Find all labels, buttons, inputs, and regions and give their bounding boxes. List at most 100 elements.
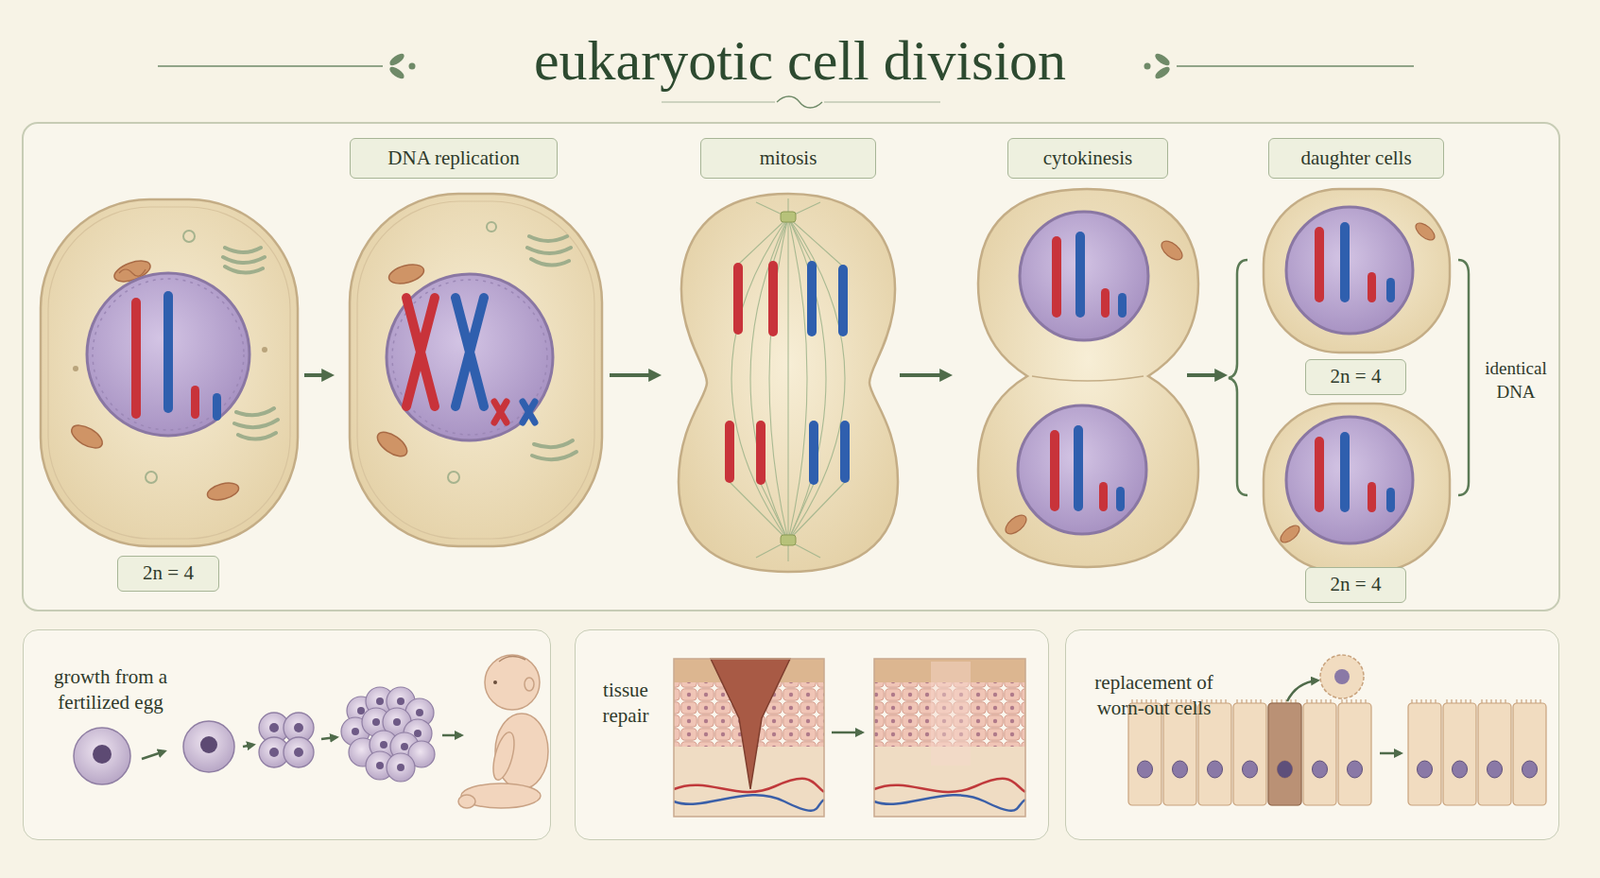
epithelium-row-part xyxy=(1287,680,1318,702)
stage-label: daughter cells xyxy=(1268,137,1445,179)
stage-label-text: DNA replication xyxy=(387,147,519,170)
baby-figure xyxy=(458,654,549,809)
curly-bracket xyxy=(1228,259,1469,496)
replicated-cell-part xyxy=(406,297,435,407)
skin-section-part xyxy=(930,661,971,766)
embryo-growth-part xyxy=(200,736,218,754)
panel-caption: replacement of worn-out cells xyxy=(1073,670,1235,723)
daughter-cell xyxy=(1263,189,1450,572)
cytokinesis-cell-part xyxy=(1017,405,1147,534)
interphase-cell-part xyxy=(223,247,265,274)
cytokinesis-cell-part xyxy=(1099,481,1108,512)
title-ornament-part xyxy=(1144,63,1152,70)
title-ornament-part xyxy=(157,65,383,68)
cytokinesis-cell-part xyxy=(1075,231,1085,318)
baby-figure-part xyxy=(458,794,476,809)
interphase-cell-part xyxy=(131,297,141,419)
embryo-growth-part xyxy=(293,747,304,757)
mitosis-cell-part xyxy=(780,211,796,223)
skin-section-part xyxy=(874,794,1026,810)
mitosis-cell-part-part xyxy=(750,217,789,541)
skin-section-part xyxy=(874,778,1026,792)
daughter-cell-part xyxy=(1386,277,1395,303)
skin-section-part xyxy=(710,658,791,790)
cytokinesis-cell-part xyxy=(1101,288,1110,318)
embryo-growth-part-part xyxy=(376,697,384,706)
embryo-growth-part-part xyxy=(372,718,380,726)
title-ornament-part xyxy=(1152,51,1171,69)
baby-figure-part xyxy=(484,654,540,710)
interphase-cell-part xyxy=(261,346,268,353)
embryo-growth-part-part xyxy=(386,753,415,782)
mitosis-cell-part xyxy=(729,198,845,562)
replicated-cell-part xyxy=(386,274,553,441)
stage-label: 2n = 4 xyxy=(1305,359,1407,396)
interphase-cell xyxy=(40,199,298,547)
embryo-growth-part-part xyxy=(357,706,365,715)
panel-background-part xyxy=(22,122,1560,611)
panel-background xyxy=(22,122,1560,841)
daughter-cell-part xyxy=(1340,431,1350,513)
cytokinesis-cell-part xyxy=(1032,376,1144,381)
embryo-growth-part-part xyxy=(396,697,405,706)
panel-caption: growth from a fertilized egg xyxy=(34,664,187,717)
embryo-growth-part-part xyxy=(415,708,424,717)
embryo-growth-part-part xyxy=(351,727,360,736)
mitosis-cell-part xyxy=(807,260,817,337)
interphase-cell-part xyxy=(163,291,173,413)
panel-background-part xyxy=(574,629,1050,841)
embryo-growth-part-part xyxy=(413,729,422,738)
epithelium-row-part xyxy=(1334,669,1350,685)
stage-label-text: mitosis xyxy=(759,147,818,170)
stage-label: mitosis xyxy=(700,137,877,179)
interphase-cell-part xyxy=(40,199,298,547)
interphase-cell-part xyxy=(72,365,79,372)
embryo-growth-part xyxy=(269,722,279,733)
stage-label-text: 2n = 4 xyxy=(1330,365,1382,388)
panel-caption: tissue repair xyxy=(586,677,665,730)
epithelium-row-part xyxy=(1407,699,1548,807)
embryo-growth-part-part xyxy=(376,761,384,770)
cytokinesis-cell-part xyxy=(1051,236,1062,318)
daughter-cell-part xyxy=(1386,487,1395,513)
embryo-growth-part-part xyxy=(379,740,388,749)
embryo-growth-part xyxy=(92,744,112,764)
mitosis-cell-part xyxy=(840,420,850,483)
skin-section-part xyxy=(831,731,862,735)
example-panel: tissue repair xyxy=(574,629,1050,841)
example-panel: replacement of worn-out cells xyxy=(1065,629,1560,841)
daughter-cell-part xyxy=(1263,189,1450,353)
mitosis-cell-part xyxy=(724,420,735,483)
mitosis-cell-part-part xyxy=(788,217,826,541)
panel-background-part xyxy=(22,629,551,841)
process-arrow-part xyxy=(304,373,331,378)
mitosis-cell-part-part xyxy=(738,217,844,267)
interphase-cell-part xyxy=(119,269,146,276)
mitosis-cell-part-part xyxy=(787,217,789,541)
mitosis-cell-part xyxy=(678,193,898,572)
cytokinesis-cell-part xyxy=(978,189,1199,568)
curly-bracket-part xyxy=(1228,259,1248,496)
stage-label: DNA replication xyxy=(349,137,558,179)
baby-figure-part xyxy=(493,680,498,685)
mitosis-cell-part xyxy=(808,420,819,485)
example-panel: growth from a fertilized egg xyxy=(22,629,551,841)
embryo-growth-part xyxy=(351,697,424,772)
replicated-cell-part xyxy=(392,279,548,435)
cytokinesis-cell-part xyxy=(1073,425,1084,512)
cytokinesis-cell-part xyxy=(1118,292,1127,318)
cytokinesis-cell-part xyxy=(1002,511,1031,537)
diagram-title: eukaryotic cell division xyxy=(0,32,1600,89)
embryo-growth-part-part xyxy=(396,763,405,772)
mitosis-cell-part xyxy=(838,264,848,337)
embryo-growth-part xyxy=(341,687,435,782)
replicated-cell-part xyxy=(357,201,595,539)
epithelium-row-part xyxy=(1320,654,1364,699)
daughter-cell-part xyxy=(1277,522,1303,547)
title-ornament-part xyxy=(661,102,941,104)
embryo-growth-part xyxy=(283,737,314,768)
interphase-cell-part xyxy=(234,408,278,440)
process-arrow-part xyxy=(899,373,949,378)
